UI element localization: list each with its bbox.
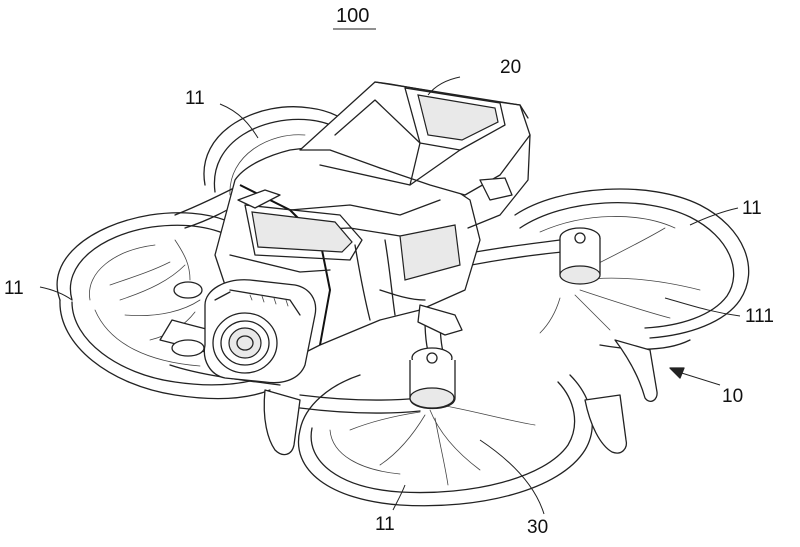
label-motor: 30 [527, 517, 548, 538]
label-guard-top-left: 11 [185, 88, 205, 109]
label-guard-right: 11 [742, 198, 762, 219]
label-guard-left: 11 [4, 278, 24, 299]
motor-right [559, 227, 601, 285]
label-drone: 10 [722, 386, 743, 407]
leader-lines [39, 76, 741, 515]
label-guard-bottom: 11 [375, 514, 395, 535]
propeller-guard-left [56, 212, 271, 400]
gimbal-camera [203, 279, 317, 384]
label-blade-area: 111 [745, 306, 774, 327]
motor-left [171, 281, 205, 357]
propeller-blades-front [349, 404, 536, 486]
motor-front [409, 347, 456, 410]
propeller-guard-right [514, 188, 750, 350]
figure-title: 100 [336, 5, 369, 27]
propeller-blades-right [539, 227, 701, 334]
battery-pack [299, 81, 531, 229]
label-battery: 20 [500, 57, 521, 78]
landing-legs [263, 339, 658, 456]
